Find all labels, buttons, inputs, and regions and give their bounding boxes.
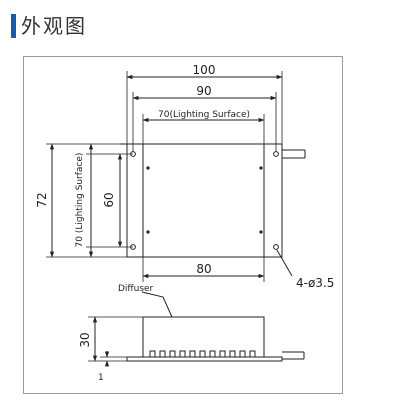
led-row (149, 350, 256, 358)
drawing-frame (23, 56, 343, 394)
dim-label-100: 100 (193, 63, 216, 77)
holes-leader (276, 249, 293, 277)
dim-label-60: 60 (102, 192, 116, 207)
dim-label-70-lighting: 70(Lighting Surface) (158, 110, 250, 120)
mount-hole-br (273, 244, 279, 250)
title-accent-bar (11, 14, 16, 38)
mount-hole-tr (273, 151, 279, 157)
dim-label-1: 1 (98, 373, 104, 383)
dim-label-holes: 4-ø3.5 (296, 276, 334, 290)
diffuser-leader (141, 291, 173, 318)
dim-label-72: 72 (35, 192, 49, 207)
dim-label-70-vertical: 70 (Lighting Surface) (75, 153, 85, 248)
top-view-body (126, 143, 283, 258)
dim-label-30: 30 (78, 332, 92, 347)
side-view-base-plate (126, 356, 283, 362)
page-title: 外观图 (21, 14, 87, 38)
dim-label-80: 80 (196, 262, 211, 276)
diffuser-label: Diffuser (118, 284, 154, 294)
dim-label-90: 90 (196, 84, 211, 98)
lighting-surface-outline (142, 143, 265, 258)
